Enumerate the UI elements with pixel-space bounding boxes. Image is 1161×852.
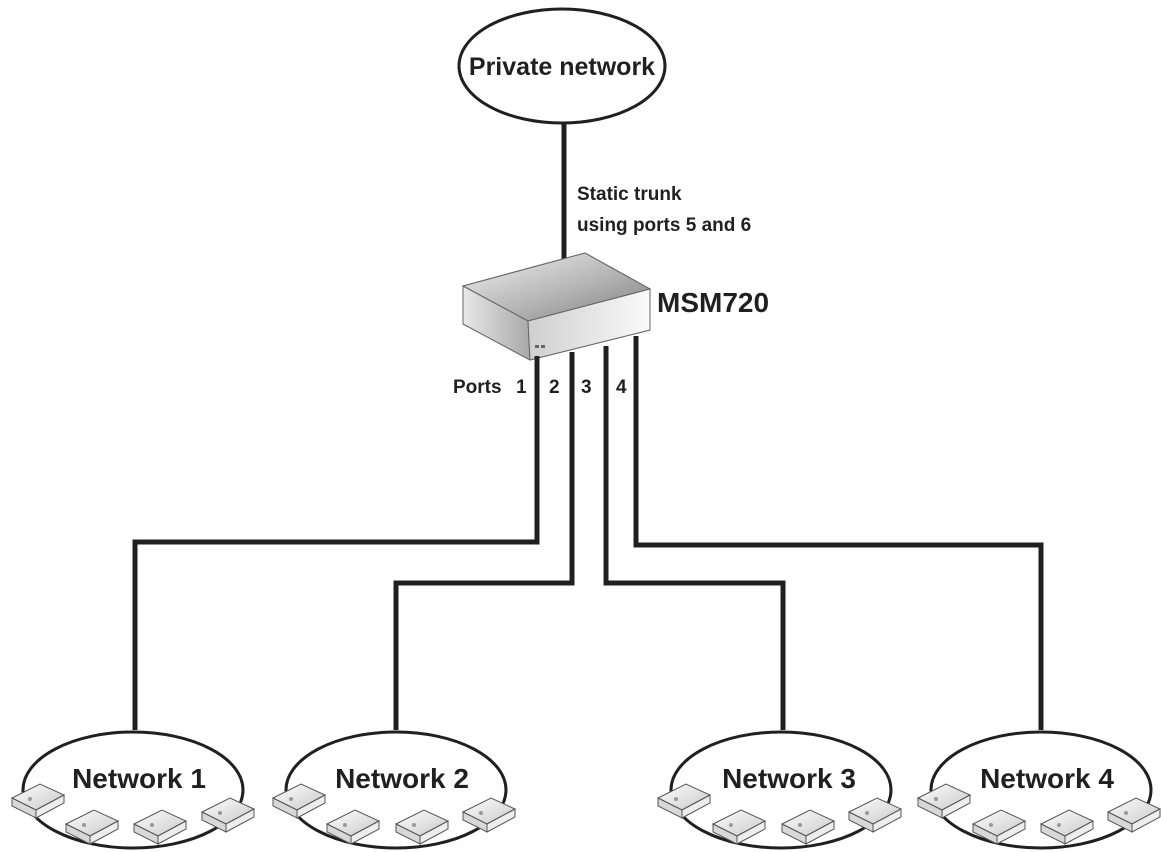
port-3-link — [603, 346, 786, 730]
network-4: Network 4 — [917, 730, 1161, 850]
port-4-label: 4 — [616, 377, 627, 398]
trunk-label-line2: using ports 5 and 6 — [577, 215, 751, 236]
port-2-label: 2 — [549, 377, 560, 398]
port-3-label: 3 — [581, 377, 592, 398]
device-label: MSM720 — [657, 287, 769, 318]
port-1-label: 1 — [516, 377, 527, 398]
port-1-link — [132, 356, 540, 730]
network-2: Network 2 — [272, 730, 516, 850]
ports-prefix-label: Ports — [453, 377, 502, 398]
network-3-label: Network 3 — [722, 763, 856, 794]
port-4-link — [633, 336, 1044, 730]
port-2-link — [393, 352, 575, 730]
controller-appliance-icon — [461, 252, 652, 361]
network-1-label: Network 1 — [72, 763, 206, 794]
network-4-label: Network 4 — [980, 763, 1114, 794]
network-1: Network 1 — [11, 730, 255, 850]
trunk-label-line1: Static trunk — [577, 184, 682, 205]
private-network-label: Private network — [469, 53, 655, 81]
network-3: Network 3 — [657, 730, 902, 850]
network-2-label: Network 2 — [335, 763, 469, 794]
